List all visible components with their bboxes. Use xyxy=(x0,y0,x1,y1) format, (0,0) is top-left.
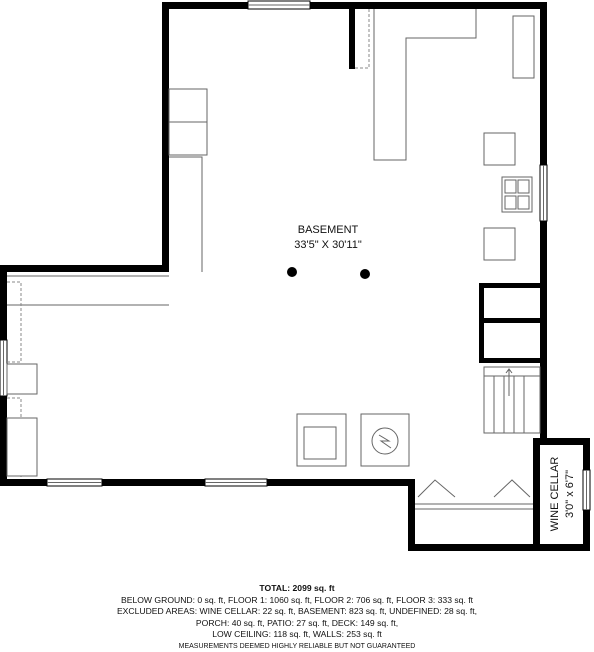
floor-areas: BELOW GROUND: 0 sq. ft, FLOOR 1: 1060 sq… xyxy=(0,595,594,607)
basement-dims: 33'5" X 30'11" xyxy=(294,239,362,251)
total-area: TOTAL: 2099 sq. ft xyxy=(0,583,594,595)
wine-cellar-dims: 3'0" x 6'7" xyxy=(564,470,576,518)
basement-name: BASEMENT xyxy=(298,224,359,236)
sink xyxy=(502,177,532,212)
columns xyxy=(287,267,370,279)
dryer xyxy=(361,414,409,466)
excluded-areas-2: PORCH: 40 sq. ft, PATIO: 27 sq. ft, DECK… xyxy=(0,618,594,630)
washer xyxy=(297,414,346,466)
wine-cellar-label: WINE CELLAR 3'0" x 6'7" xyxy=(549,457,576,532)
excluded-areas: EXCLUDED AREAS: WINE CELLAR: 22 sq. ft, … xyxy=(0,606,594,618)
excluded-areas-3: LOW CEILING: 118 sq. ft, WALLS: 253 sq. … xyxy=(0,629,594,641)
wine-cellar-name: WINE CELLAR xyxy=(549,457,561,532)
basement-label: BASEMENT 33'5" X 30'11" xyxy=(294,224,362,251)
disclaimer: MEASUREMENTS DEEMED HIGHLY RELIABLE BUT … xyxy=(0,641,594,652)
cabinets-left xyxy=(7,89,207,479)
stairs xyxy=(484,367,540,433)
closet xyxy=(415,480,533,509)
area-summary: TOTAL: 2099 sq. ft BELOW GROUND: 0 sq. f… xyxy=(0,583,594,652)
floor-plan: BASEMENT 33'5" X 30'11" WINE CELLAR 3'0"… xyxy=(0,0,594,580)
